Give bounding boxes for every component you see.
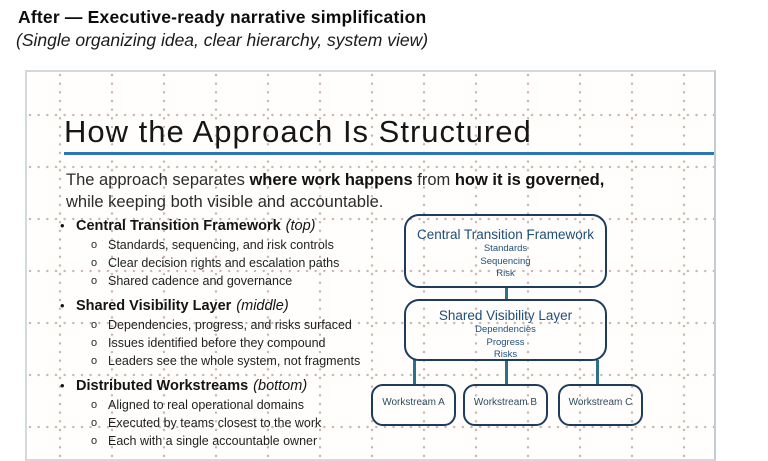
section-header: • Distributed Workstreams (bottom) [60,376,410,396]
outline-item: o Shared cadence and governance [91,272,410,290]
diagram-box-item: Risks [493,349,518,360]
diagram-box-title: Central Transition Framework [416,227,595,242]
section-qualifier: (bottom) [253,378,308,394]
outline-item: o Aligned to real operational domains [91,396,410,414]
circle-bullet-icon: o [91,275,98,287]
diagram-box-title: Shared Visibility Layer [438,308,573,323]
outline-item: o Issues identified before they compound [91,334,410,352]
intro-text: from [412,171,455,189]
diagram-box-item: Risk [496,268,515,279]
outline-item: o Standards, sequencing, and risk contro… [91,236,410,254]
outline-list: • Central Transition Framework (top) o S… [60,216,410,456]
intro-bold-how-governed: how it is governed, [454,171,605,189]
intro-bold-where-work-happens: where work happens [249,171,413,189]
workstream-label: Workstream C [568,397,633,408]
page-subtitle: (Single organizing idea, clear hierarchy… [16,30,429,50]
circle-bullet-icon: o [91,417,98,429]
diagram-box-item: Progress [486,336,525,348]
section-label: Distributed Workstreams [76,378,249,394]
outline-item-text: Shared cadence and governance [108,274,293,288]
intro-paragraph: The approach separates where work happen… [66,170,706,213]
outline-section-central-framework: • Central Transition Framework (top) o S… [60,216,410,290]
section-qualifier: (top) [285,218,316,234]
section-header: • Shared Visibility Layer (middle) [60,296,410,316]
workstream-label: Workstream B [473,397,538,408]
outline-item: o Executed by teams closest to the work [91,414,410,432]
diagram-box-central-transition-framework: Central Transition Framework Standards S… [404,214,607,288]
bullet-icon: • [60,298,65,313]
outline-item-text: Clear decision rights and escalation pat… [108,256,340,270]
outline-section-shared-visibility: • Shared Visibility Layer (middle) o Dep… [60,296,410,370]
outline-item: o Dependencies, progress, and risks surf… [91,316,410,334]
connector-middle-to-workstream-c [596,360,599,385]
page-title: After — Executive-ready narrative simpli… [18,7,427,27]
bullet-icon: • [60,218,65,233]
diagram-box-shared-visibility-layer: Shared Visibility Layer Dependencies Pro… [404,299,607,361]
circle-bullet-icon: o [91,257,98,269]
section-label: Shared Visibility Layer [76,298,232,314]
outline-item-text: Aligned to real operational domains [108,398,304,412]
outline-item-text: Standards, sequencing, and risk controls [108,238,334,252]
diagram-box-item: Standards [483,243,528,254]
title-underline-rule [64,152,714,155]
section-header: • Central Transition Framework (top) [60,216,410,236]
connector-middle-to-workstream-b [505,360,508,385]
section-label: Central Transition Framework [76,218,281,234]
outline-item: o Leaders see the whole system, not frag… [91,352,410,370]
outline-item: o Each with a single accountable owner [91,432,410,450]
diagram-box-item: Dependencies [475,324,536,335]
circle-bullet-icon: o [91,337,98,349]
slide-canvas: How the Approach Is Structured The appro… [25,70,716,461]
diagram-box-workstream-b: Workstream B [463,384,548,426]
bullet-icon: • [60,378,65,393]
section-qualifier: (middle) [236,298,289,314]
diagram-box-item: Sequencing [480,255,531,267]
outline-item-text: Leaders see the whole system, not fragme… [108,354,361,368]
diagram-box-workstream-c: Workstream C [558,384,643,426]
connector-middle-to-workstream-a [413,360,416,385]
workstream-label: Workstream A [382,397,445,408]
outline-item-text: Executed by teams closest to the work [108,416,322,430]
outline-item-text: Dependencies, progress, and risks surfac… [108,318,352,332]
outline-item: o Clear decision rights and escalation p… [91,254,410,272]
circle-bullet-icon: o [91,239,98,251]
circle-bullet-icon: o [91,355,98,367]
circle-bullet-icon: o [91,319,98,331]
circle-bullet-icon: o [91,399,98,411]
outline-section-distributed-workstreams: • Distributed Workstreams (bottom) o Ali… [60,376,410,450]
circle-bullet-icon: o [91,435,98,447]
intro-text: The approach separates [66,171,250,189]
slide-title: How the Approach Is Structured [64,114,532,149]
diagram-box-workstream-a: Workstream A [371,384,456,426]
outline-item-text: Each with a single accountable owner [108,434,318,448]
outline-item-text: Issues identified before they compound [108,336,326,350]
intro-text: while keeping both visible and accountab… [66,192,384,211]
connector-top-to-middle [505,286,508,300]
